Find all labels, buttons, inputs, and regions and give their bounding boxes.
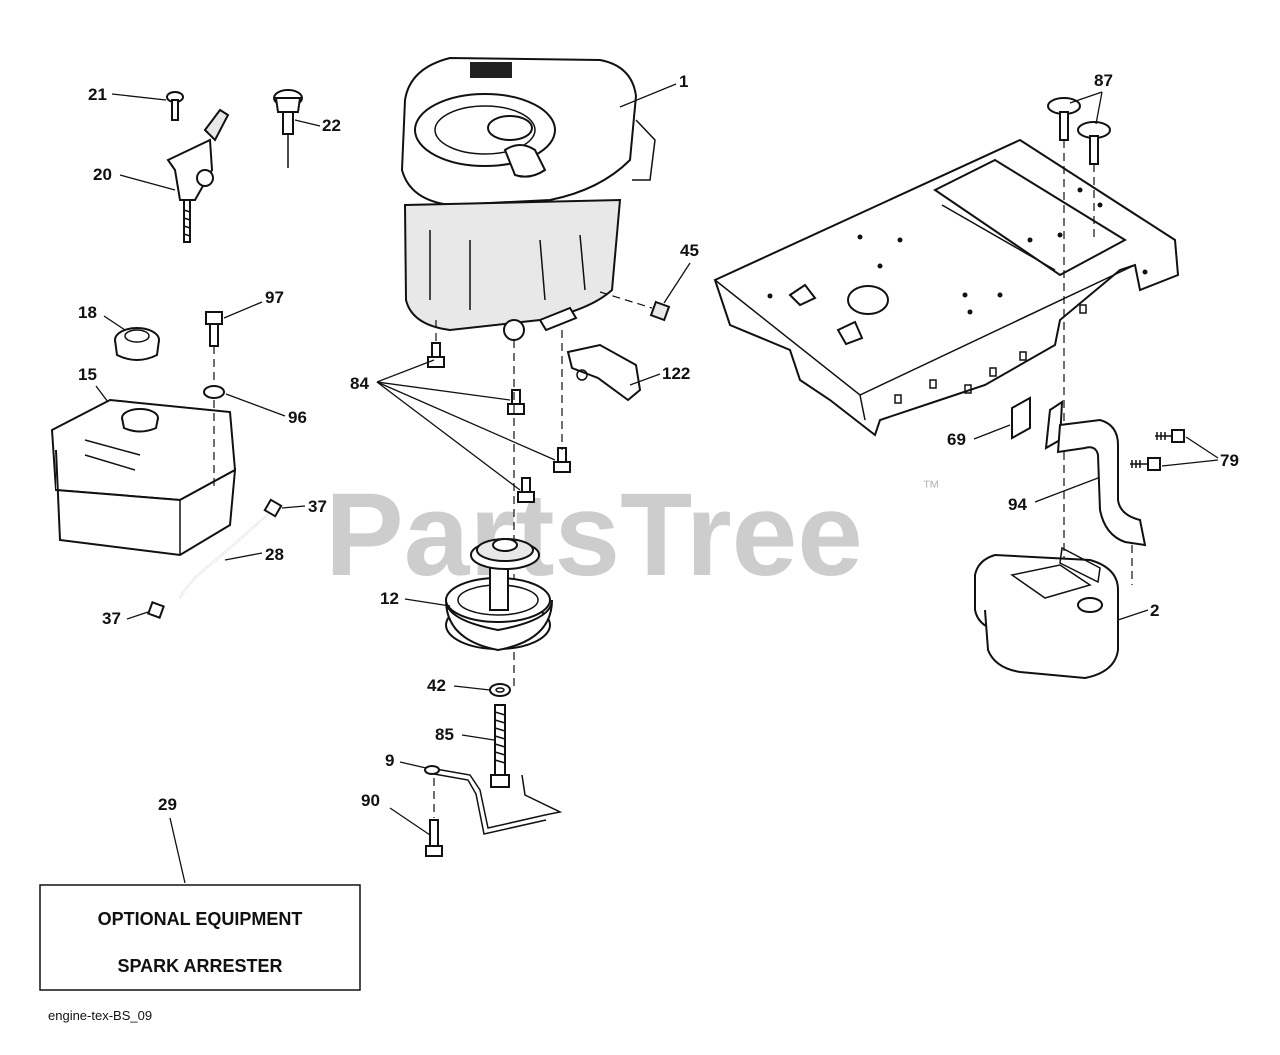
- callout-69: 69: [947, 430, 966, 449]
- callout-84: 84: [350, 374, 369, 393]
- gasket-69-part[interactable]: [1011, 396, 1064, 450]
- chassis-frame-part[interactable]: [713, 138, 1180, 437]
- callout-97: 97: [265, 288, 284, 307]
- callout-96: 96: [288, 408, 307, 427]
- muffler-2-part[interactable]: [974, 546, 1119, 680]
- callout-90: 90: [361, 791, 380, 810]
- bolt-97-part[interactable]: [205, 311, 223, 347]
- callout-94: 94: [1008, 495, 1027, 514]
- callout-2: 2: [1150, 601, 1159, 620]
- knob-87-part[interactable]: [1047, 97, 1111, 165]
- engine-part[interactable]: [400, 56, 656, 341]
- spark-arrester-label: SPARK ARRESTER: [117, 956, 282, 976]
- callout-87: 87: [1094, 71, 1113, 90]
- callout-29: 29: [158, 795, 177, 814]
- callout-42: 42: [427, 676, 446, 695]
- callout-15: 15: [78, 365, 97, 384]
- callout-18: 18: [78, 303, 97, 322]
- clamp-37-upper-part[interactable]: [263, 498, 283, 518]
- bolt-85-part[interactable]: [490, 704, 510, 788]
- callout-37-upper: 37: [308, 497, 327, 516]
- bolt-84-group[interactable]: [427, 342, 571, 503]
- callout-22: 22: [322, 116, 341, 135]
- callout-21: 21: [88, 85, 107, 104]
- fuel-tank-15-part[interactable]: [50, 398, 237, 557]
- deflector-part[interactable]: [566, 343, 642, 402]
- callout-37-lower: 37: [102, 609, 121, 628]
- watermark-trademark: ™: [922, 477, 940, 497]
- callout-45: 45: [680, 241, 699, 260]
- washer-42-part[interactable]: [489, 683, 511, 697]
- callout-122: 122: [662, 364, 690, 383]
- diagram-code: engine-tex-BS_09: [48, 1008, 152, 1023]
- callout-1: 1: [679, 72, 688, 91]
- callout-79: 79: [1220, 451, 1239, 470]
- callout-9: 9: [385, 751, 394, 770]
- optional-equipment-box: [39, 884, 361, 991]
- callout-28: 28: [265, 545, 284, 564]
- optional-equipment-label: OPTIONAL EQUIPMENT: [98, 909, 303, 929]
- exhaust-pipe-94-part[interactable]: [1056, 418, 1147, 547]
- washer-96-part[interactable]: [203, 385, 225, 399]
- watermark-text: PartsTree: [325, 469, 863, 601]
- pulley-part[interactable]: [445, 538, 553, 652]
- knob-22-part[interactable]: [273, 89, 303, 168]
- throttle-control-part[interactable]: [166, 108, 230, 243]
- nut-45-part[interactable]: [649, 300, 671, 322]
- screw-79-part[interactable]: [1130, 429, 1185, 471]
- fuel-cap-18-part[interactable]: [114, 327, 160, 361]
- callout-85: 85: [435, 725, 454, 744]
- clamp-37-lower-part[interactable]: [147, 601, 165, 619]
- callout-12: 12: [380, 589, 399, 608]
- bracket-9-part[interactable]: [424, 765, 563, 835]
- callout-20: 20: [93, 165, 112, 184]
- screw-21-part[interactable]: [166, 91, 184, 121]
- bolt-90-part[interactable]: [425, 819, 443, 857]
